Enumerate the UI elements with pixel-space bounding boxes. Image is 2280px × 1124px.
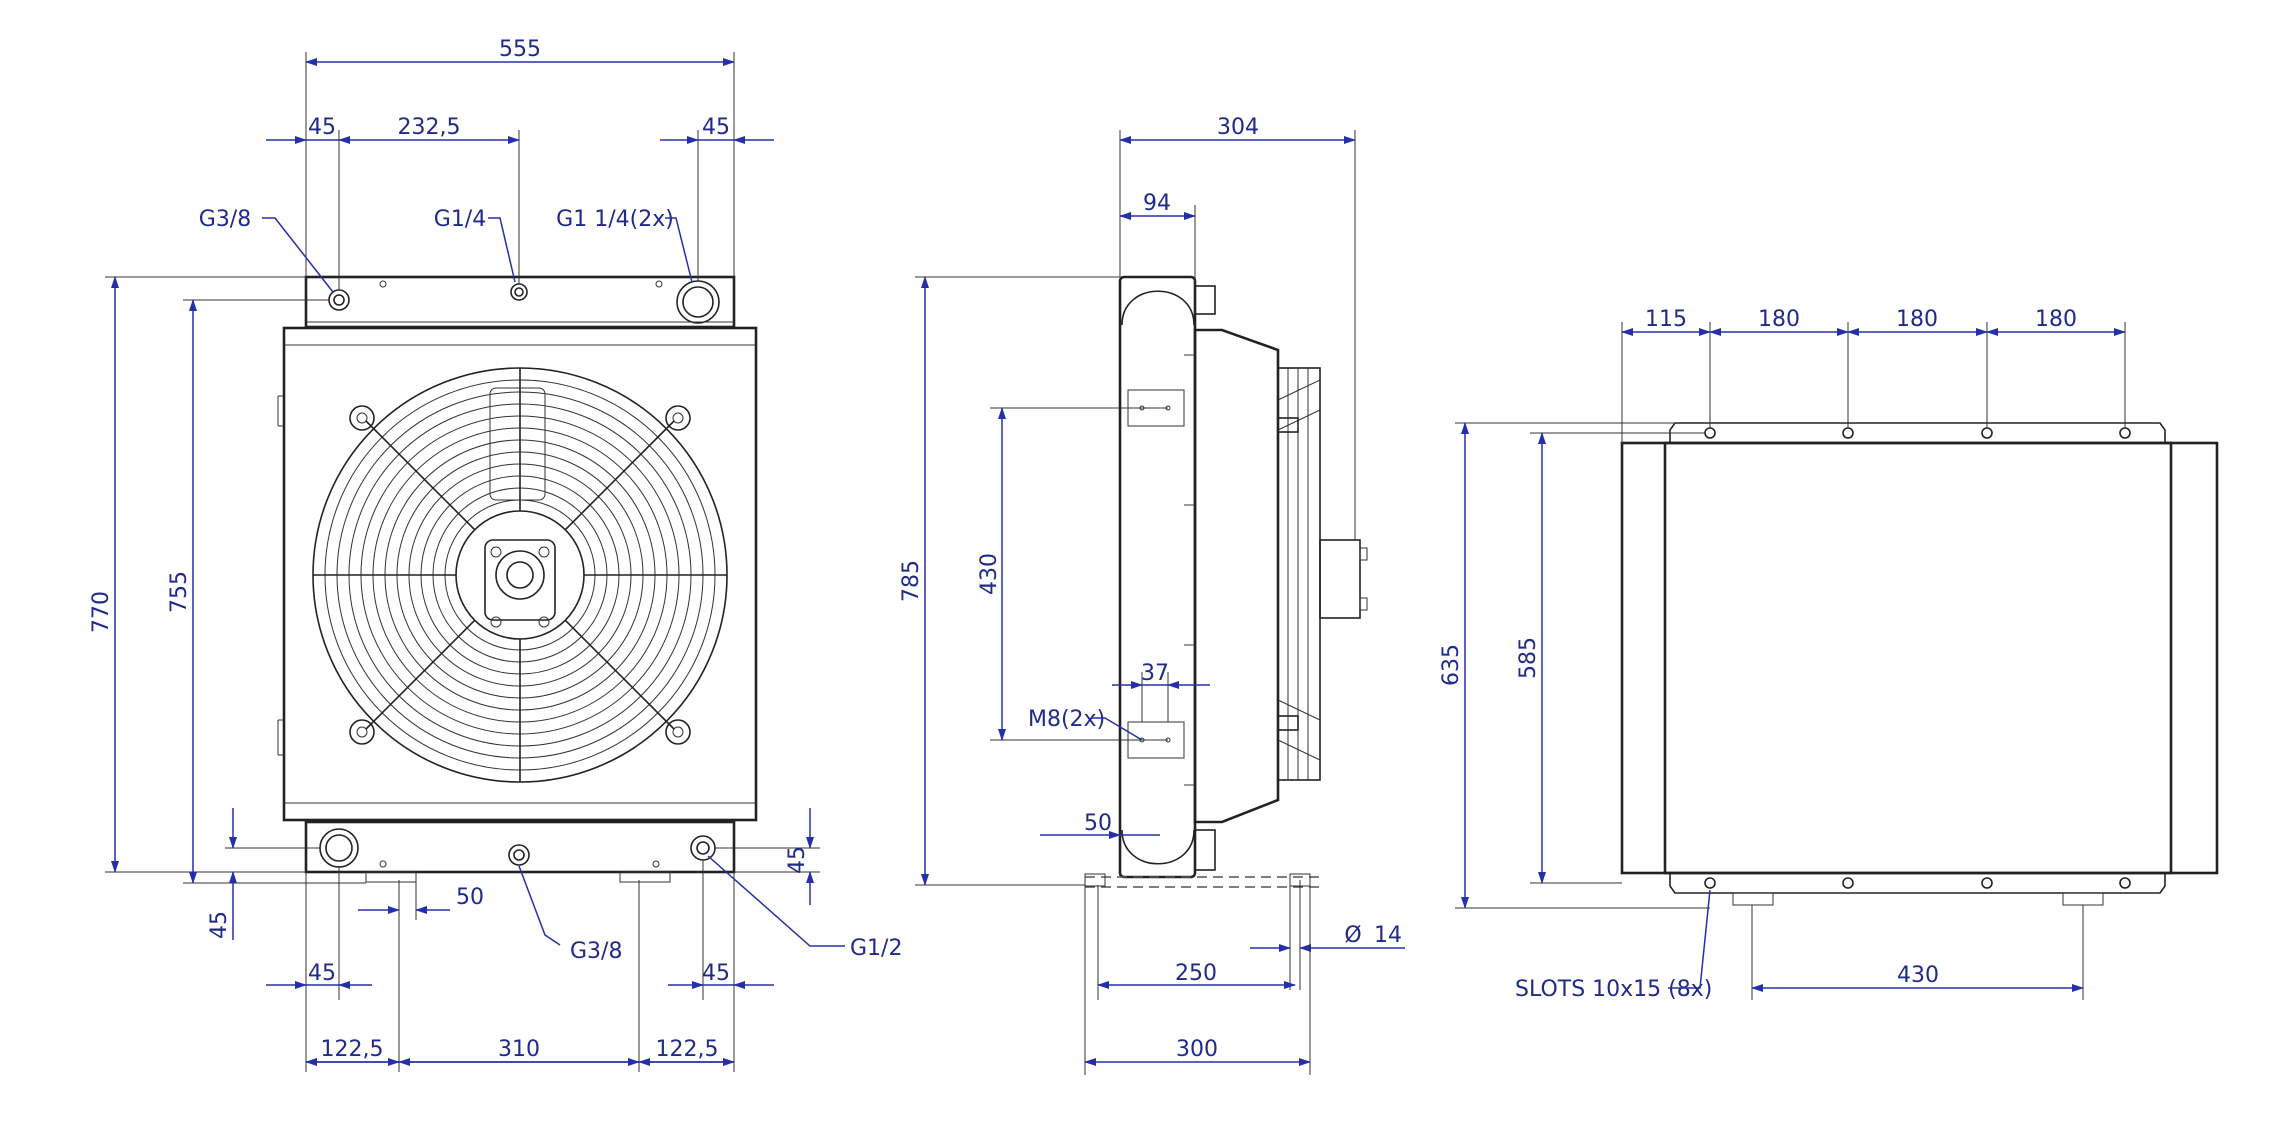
dim-top-right-offset: 45 <box>702 115 730 140</box>
dim-bottom-right-45: 45 <box>785 846 810 874</box>
dim-foot-left-122: 122,5 <box>321 1037 384 1062</box>
slot-bottom-1 <box>1704 877 1716 889</box>
dim-foot-spacing-430: 430 <box>1897 963 1939 988</box>
dim-port-height-755: 755 <box>167 571 192 613</box>
side-shroud <box>1193 328 1280 824</box>
top-center <box>1663 441 2173 875</box>
dim-foot-hole-250: 250 <box>1175 961 1217 986</box>
label-m8: M8(2x) <box>1028 707 1105 732</box>
side-motor <box>1319 539 1361 619</box>
slot-bottom-4 <box>2119 877 2131 889</box>
dim-slot-pitch-1: 180 <box>1758 307 1800 332</box>
bottom-header-tank <box>304 820 736 874</box>
dim-top-depth-635: 635 <box>1439 644 1464 686</box>
dim-slot-depth-585: 585 <box>1516 637 1541 679</box>
port-g12 <box>696 841 710 855</box>
port-g14 <box>514 287 524 297</box>
port-g38-top <box>333 294 345 306</box>
dim-foot-50: 50 <box>456 885 484 910</box>
dim-slot-offset-115: 115 <box>1645 307 1687 332</box>
fan-shroud <box>282 326 758 822</box>
side-fan-guard <box>1277 367 1321 781</box>
slot-top-1 <box>1704 427 1716 439</box>
slot-bottom-3 <box>1981 877 1993 889</box>
dim-bottom-left-45: 45 <box>207 911 232 939</box>
label-g38-top: G3/8 <box>199 207 251 232</box>
dim-bottom-port-45-right: 45 <box>702 961 730 986</box>
dim-bottom-port-45-left: 45 <box>308 961 336 986</box>
label-g38-bottom: G3/8 <box>570 939 622 964</box>
dim-foot-right-122: 122,5 <box>656 1037 719 1062</box>
dim-m8-spacing-37: 37 <box>1141 661 1169 686</box>
port-g38-bottom <box>513 849 525 861</box>
dim-foot-length-300: 300 <box>1176 1037 1218 1062</box>
dim-foot-spacing-310: 310 <box>498 1037 540 1062</box>
side-core <box>1118 275 1197 879</box>
dim-slot-pitch-2: 180 <box>1896 307 1938 332</box>
label-g14: G1/4 <box>434 207 486 232</box>
dim-side-height-785: 785 <box>899 560 924 602</box>
port-g114-bottom <box>325 834 353 862</box>
dim-side-depth-304: 304 <box>1217 115 1259 140</box>
label-g12: G1/2 <box>850 936 902 961</box>
dim-top-left-offset: 45 <box>308 115 336 140</box>
label-slots: SLOTS 10x15 (8x) <box>1515 977 1712 1002</box>
top-view: 115 180 180 180 635 585 SLOTS 10x15 (8x)… <box>1439 307 2219 1002</box>
dim-slot-pitch-3: 180 <box>2035 307 2077 332</box>
label-phi: Ø <box>1344 923 1361 948</box>
port-g114-top <box>682 286 714 318</box>
dim-bracket-spacing-430: 430 <box>977 553 1002 595</box>
slot-top-4 <box>2119 427 2131 439</box>
fan-guard <box>312 367 728 783</box>
slot-bottom-2 <box>1842 877 1854 889</box>
slot-top-3 <box>1981 427 1993 439</box>
label-g114: G1 1/4(2x) <box>556 207 674 232</box>
dim-port-spacing: 232,5 <box>398 115 461 140</box>
dim-overall-width-555: 555 <box>499 37 541 62</box>
dim-overall-height-770: 770 <box>89 591 114 633</box>
front-view: 555 45 232,5 45 G3/8 G1/4 G1 1/4(2x) 770… <box>89 37 902 1072</box>
top-core <box>1620 441 2219 875</box>
dim-side-foot-50: 50 <box>1084 811 1112 836</box>
dim-hole-14: 14 <box>1374 923 1402 948</box>
slot-top-2 <box>1842 427 1854 439</box>
side-view: 304 94 785 430 37 M8(2x) 50 Ø 14 <box>899 115 1405 1075</box>
dim-side-core-94: 94 <box>1143 191 1171 216</box>
